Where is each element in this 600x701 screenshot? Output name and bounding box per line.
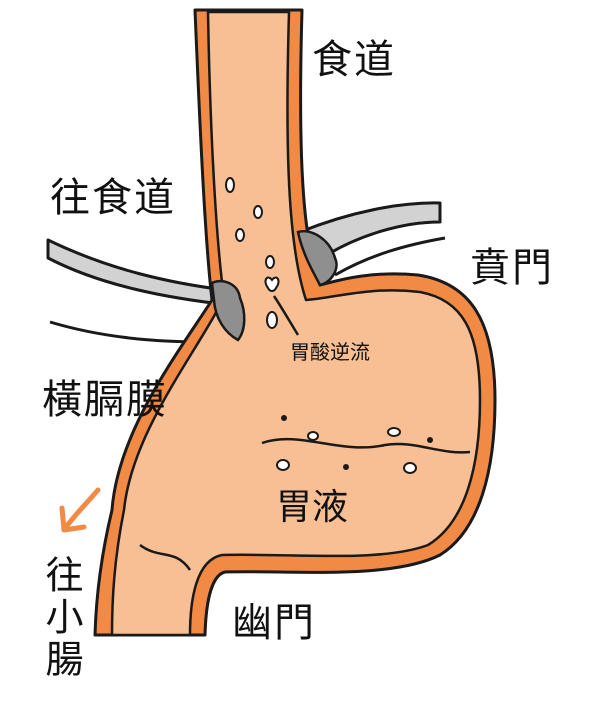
label-to-esophagus: 往食道 [50, 175, 176, 221]
droplet [225, 177, 235, 193]
stomach-bubbles [276, 427, 417, 474]
sphincter-left [210, 279, 246, 342]
diaphragm-right-lower-line [334, 236, 446, 277]
droplet [266, 311, 278, 329]
arrow-to-small-intestine-icon [59, 487, 101, 533]
stomach-lumen [110, 10, 482, 637]
reflux-droplets [225, 177, 280, 329]
diaphragm-right-band [298, 201, 442, 264]
label-gastric-juice: 胃液 [276, 487, 349, 528]
stomach-dots [281, 415, 433, 470]
droplet [265, 255, 275, 269]
dot [343, 464, 349, 470]
bubble [276, 459, 290, 471]
label-esophagus: 食道 [312, 37, 396, 83]
label-cardia: 賁門 [470, 245, 554, 291]
label-to-small-intestine: 往小腸 [39, 555, 83, 681]
bubble [387, 427, 401, 437]
droplet [264, 276, 280, 292]
label-pylorus: 幽門 [232, 600, 316, 646]
dot [281, 415, 287, 421]
sphincter-right [296, 229, 338, 287]
bubble [307, 431, 319, 441]
dot [427, 437, 433, 443]
gastric-juice-surface [261, 437, 471, 454]
diaphragm-left-band [46, 238, 232, 307]
bubble [403, 462, 417, 474]
droplet [235, 228, 245, 242]
droplet [253, 205, 263, 219]
pylorus-fold [139, 543, 192, 571]
label-diaphragm: 橫膈膜 [42, 377, 168, 423]
reflux-pointer-line [272, 295, 300, 336]
cardia-sphincter [210, 229, 338, 342]
label-acid-reflux: 胃酸逆流 [290, 340, 370, 364]
